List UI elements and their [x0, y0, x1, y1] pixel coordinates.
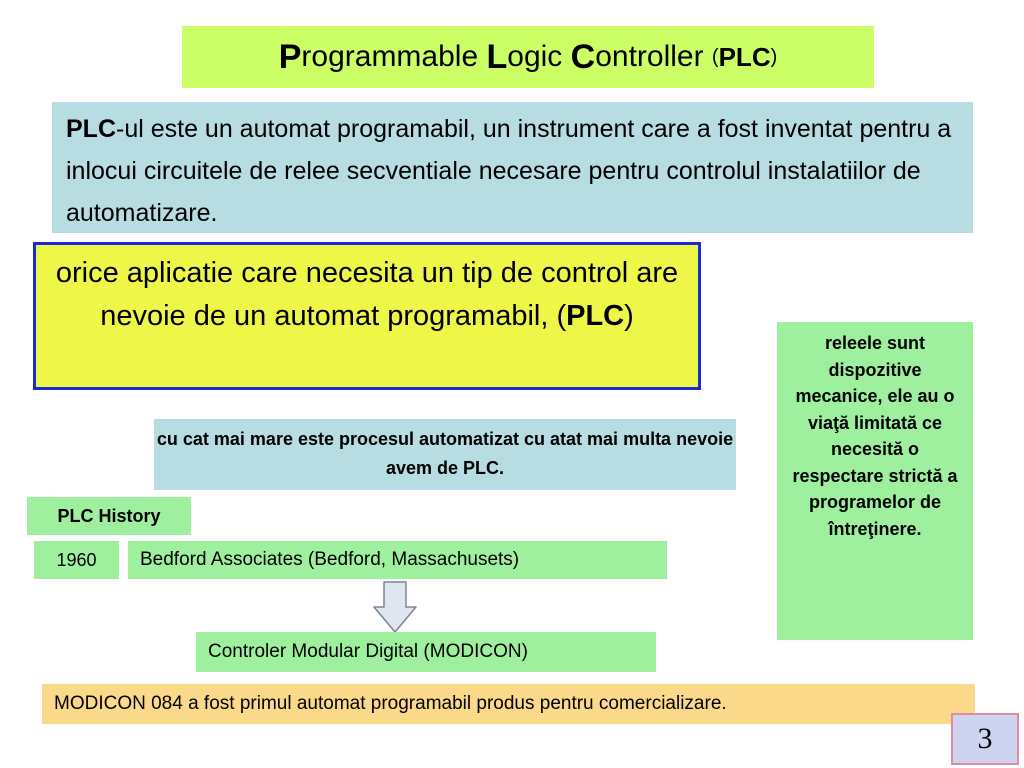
history-year-box: 1960 [34, 541, 119, 579]
title-paren-close: ) [770, 45, 778, 68]
application-close: ) [624, 300, 634, 332]
history-year-text: 1960 [56, 549, 97, 570]
plc-history-label: PLC History [27, 497, 191, 535]
title-letter-c: C [570, 37, 596, 76]
definition-text: -ul este un automat programabil, un inst… [66, 115, 952, 227]
history-company-box: Bedford Associates (Bedford, Massachuset… [128, 541, 667, 579]
history-product-text: Controler Modular Digital (MODICON) [208, 641, 528, 662]
page-number-text: 3 [977, 722, 993, 755]
automation-note-box: cu cat mai mare este procesul automatiza… [154, 419, 736, 490]
history-label-text: PLC History [57, 505, 161, 526]
title-word-ontroller: ontroller [595, 40, 712, 73]
automation-text: cu cat mai mare este procesul automatiza… [156, 429, 734, 478]
title-letter-l: L [486, 37, 508, 76]
plc-definition-box: PLC-ul este un automat programabil, un i… [52, 102, 973, 233]
history-product-box: Controler Modular Digital (MODICON) [196, 632, 656, 672]
title-letter-p: P [278, 37, 302, 76]
history-company-text: Bedford Associates (Bedford, Massachuset… [140, 549, 520, 570]
page-number: 3 [951, 713, 1019, 765]
application-box: orice aplicatie care necesita un tip de … [33, 242, 701, 390]
application-text: orice aplicatie care necesita un tip de … [55, 257, 679, 332]
down-arrow-icon [373, 581, 417, 633]
title-paren-open: ( [711, 45, 719, 68]
definition-lead: PLC [66, 115, 116, 143]
application-plc: PLC [566, 300, 625, 332]
title-word-ogic: ogic [507, 40, 571, 73]
history-first-box: MODICON 084 a fost primul automat progra… [42, 684, 975, 724]
relays-note-box: releele sunt dispozitive mecanice, ele a… [777, 322, 973, 640]
history-first-text: MODICON 084 a fost primul automat progra… [54, 693, 727, 714]
title-plc: PLC [718, 41, 771, 72]
relays-text: releele sunt dispozitive mecanice, ele a… [792, 333, 958, 539]
title-word-rogrammable: rogrammable [301, 40, 487, 73]
